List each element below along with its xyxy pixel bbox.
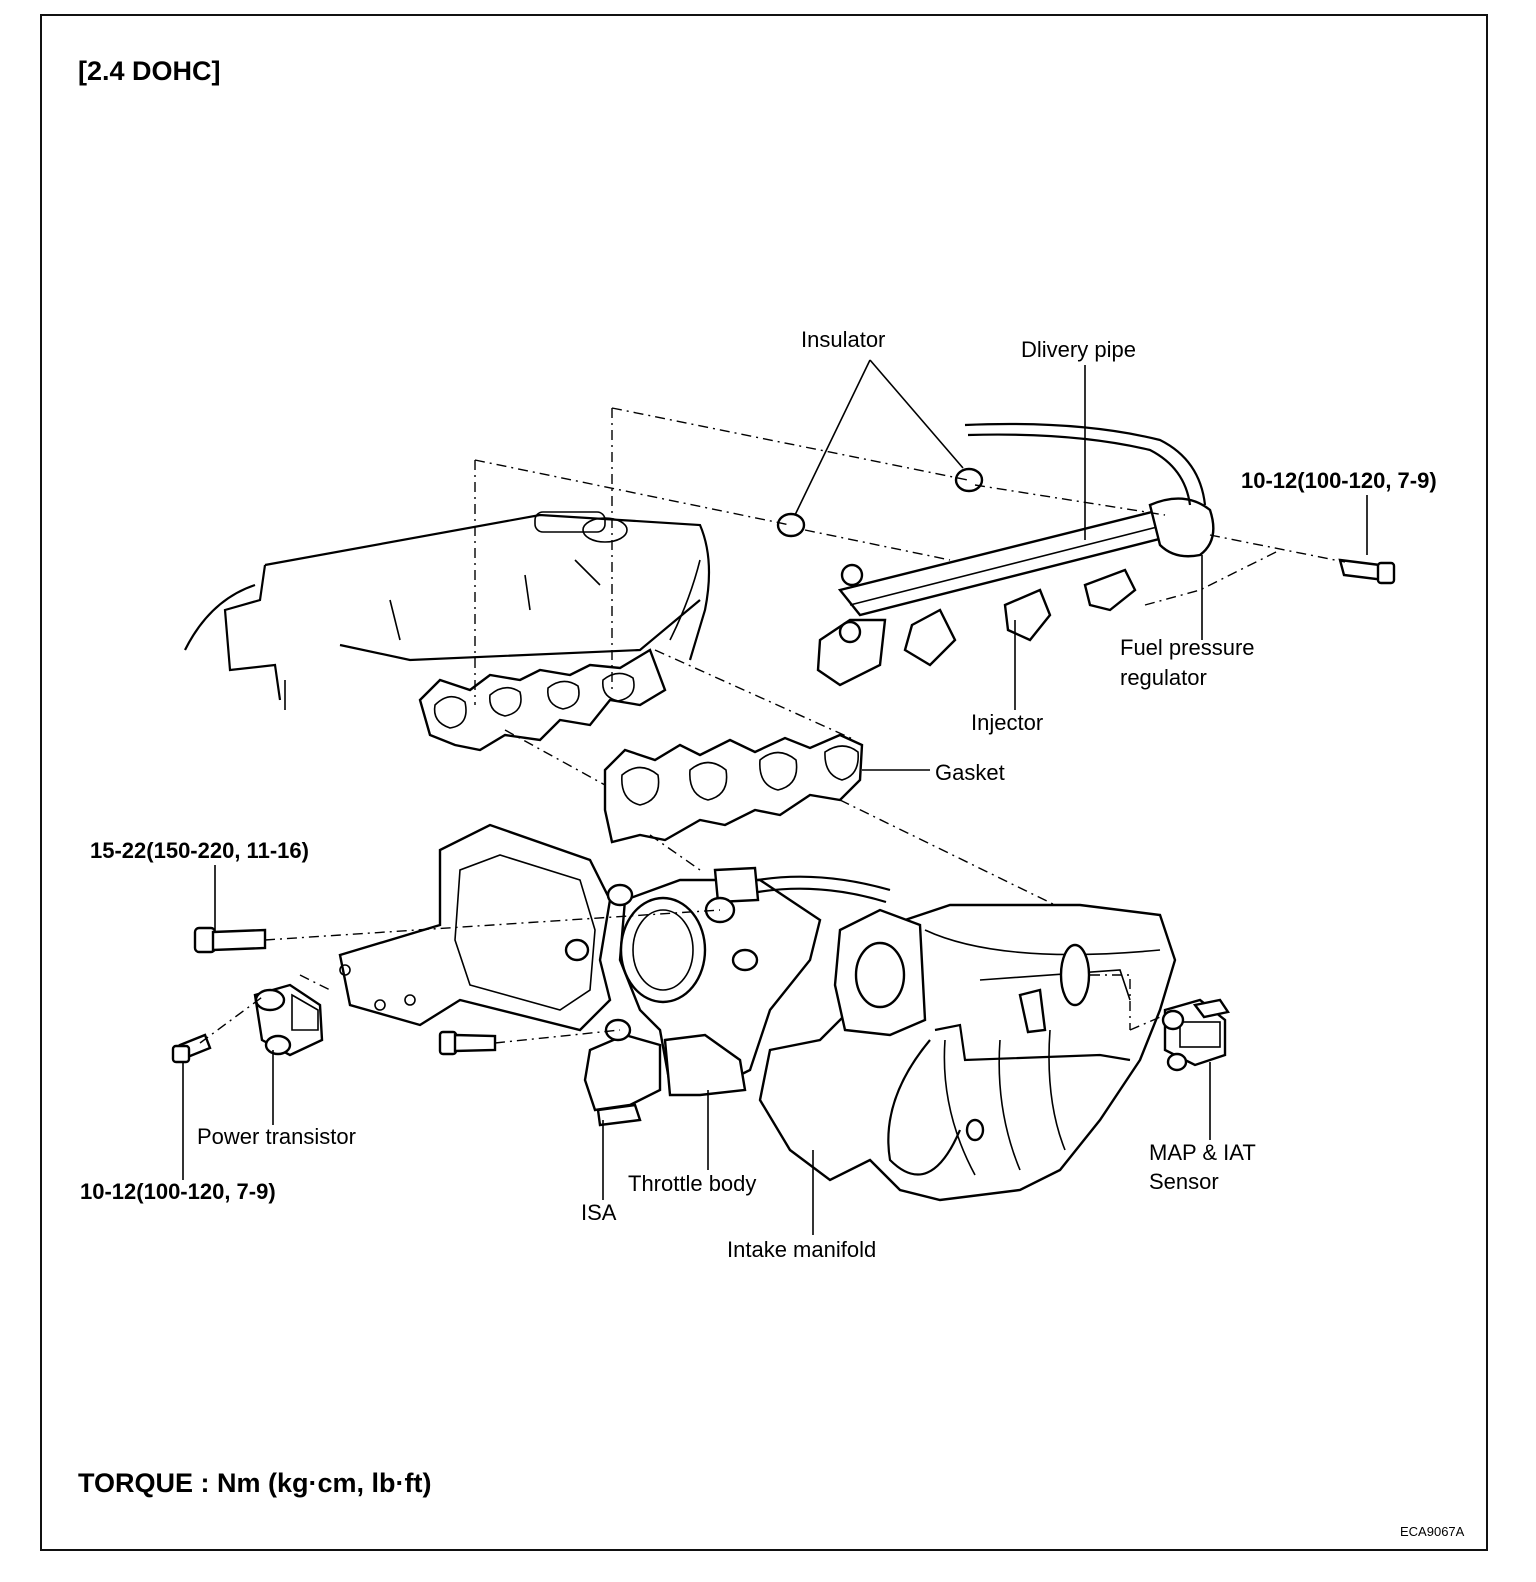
- label-delivery-pipe: Dlivery pipe: [1021, 337, 1136, 362]
- throttle-body: [618, 866, 891, 1097]
- label-map-iat-line1: MAP & IAT: [1149, 1140, 1256, 1165]
- power-transistor: [253, 983, 324, 1057]
- insulator-1: [954, 467, 984, 493]
- bolt-left-upper: [193, 926, 267, 954]
- map-iat-sensor: [1161, 998, 1230, 1072]
- delivery-pipe-assembly: [816, 422, 1215, 687]
- bolt-top-right: [1338, 558, 1396, 585]
- label-gasket: Gasket: [935, 760, 1005, 785]
- torque-top-right: 10-12(100-120, 7-9): [1241, 468, 1437, 493]
- label-injector: Injector: [971, 710, 1044, 735]
- label-intake-manifold: Intake manifold: [727, 1237, 877, 1262]
- leader-lines: [182, 359, 1368, 1235]
- label-fuel-pressure-regulator-line2: regulator: [1120, 665, 1207, 690]
- bolt-throttle: [438, 1030, 497, 1056]
- label-map-iat-line2: Sensor: [1149, 1169, 1219, 1194]
- label-isa: ISA: [581, 1200, 617, 1225]
- torque-left-lower: 10-12(100-120, 7-9): [80, 1179, 276, 1204]
- label-insulator: Insulator: [801, 327, 886, 352]
- diagram-title: [2.4 DOHC]: [78, 56, 221, 86]
- insulator-2: [776, 512, 806, 538]
- intake-manifold: [758, 903, 1177, 1202]
- isa-valve: [583, 1018, 662, 1127]
- torque-units-note: TORQUE : Nm (kg·cm, lb·ft): [78, 1468, 432, 1498]
- label-power-transistor: Power transistor: [197, 1124, 356, 1149]
- alignment-lines: [199, 407, 1346, 1044]
- intake-gasket: [603, 733, 864, 844]
- bracket: [338, 823, 634, 1032]
- head-port-face: [418, 648, 667, 752]
- figure-code: ECA9067A: [1400, 1524, 1465, 1539]
- label-fuel-pressure-regulator-line1: Fuel pressure: [1120, 635, 1255, 660]
- figure-frame: [40, 14, 1488, 1551]
- label-throttle-body: Throttle body: [628, 1171, 757, 1196]
- cylinder-head: [184, 511, 711, 710]
- torque-left-upper: 15-22(150-220, 11-16): [90, 838, 309, 863]
